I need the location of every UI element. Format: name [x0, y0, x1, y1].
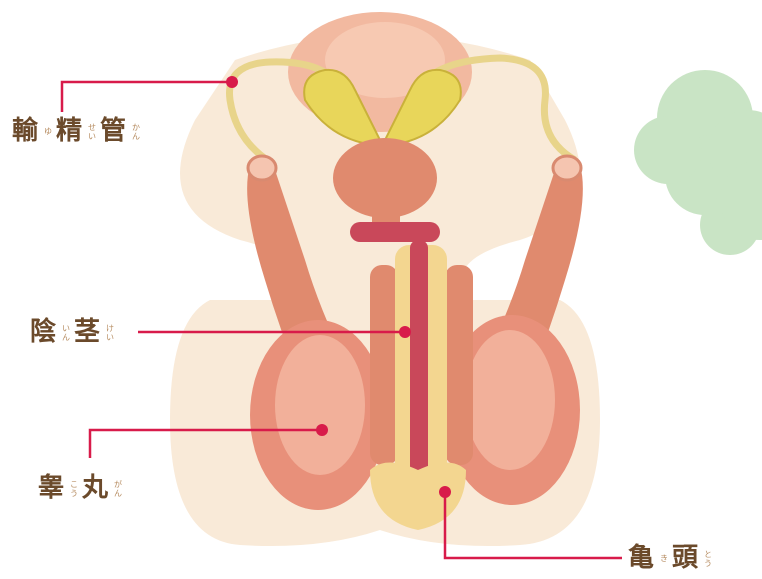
glans-kanji-1: 亀 — [628, 545, 656, 571]
cord-end-left — [248, 156, 276, 180]
cord-end-right — [553, 156, 581, 180]
label-shaft: 陰いん茎けい — [30, 319, 118, 345]
testis-kanji-2: 丸 — [82, 475, 110, 501]
glans-ruby-2: とう — [703, 550, 713, 568]
vas-deferens-kanji-3: 管 — [100, 118, 128, 144]
testis-ruby-1: こう — [69, 480, 79, 498]
vas-deferens-kanji-2: 精 — [56, 118, 84, 144]
glans-ruby-1: き — [659, 554, 669, 563]
testis-left-inner — [275, 335, 365, 475]
prostate — [333, 138, 437, 218]
testis-kanji-1: 睾 — [38, 475, 66, 501]
dot-shaft — [399, 326, 411, 338]
label-vas-deferens: 輸ゆ精せい管かん — [12, 118, 144, 144]
shaft-ruby-2: けい — [105, 324, 115, 342]
vas-deferens-ruby-1: ゆ — [43, 127, 53, 136]
corpus-left — [370, 265, 398, 465]
bulbourethral — [350, 222, 440, 242]
cloud-shape — [634, 70, 762, 255]
glans-kanji-2: 頭 — [672, 545, 700, 571]
vas-deferens-kanji-1: 輸 — [12, 118, 40, 144]
testis-right-inner — [465, 330, 555, 470]
corpus-right — [445, 265, 473, 465]
vas-deferens-ruby-3: かん — [131, 123, 141, 141]
testis-ruby-2: がん — [113, 480, 123, 498]
urethra — [410, 240, 428, 500]
shaft-ruby-1: いん — [61, 324, 71, 342]
dot-testis — [316, 424, 328, 436]
shaft-kanji-2: 茎 — [74, 319, 102, 345]
label-glans: 亀き頭とう — [628, 545, 716, 571]
label-testis: 睾こう丸がん — [38, 475, 126, 501]
vas-deferens-ruby-2: せい — [87, 123, 97, 141]
dot-glans — [439, 486, 451, 498]
dot-vas-deferens — [226, 76, 238, 88]
shaft-kanji-1: 陰 — [30, 319, 58, 345]
